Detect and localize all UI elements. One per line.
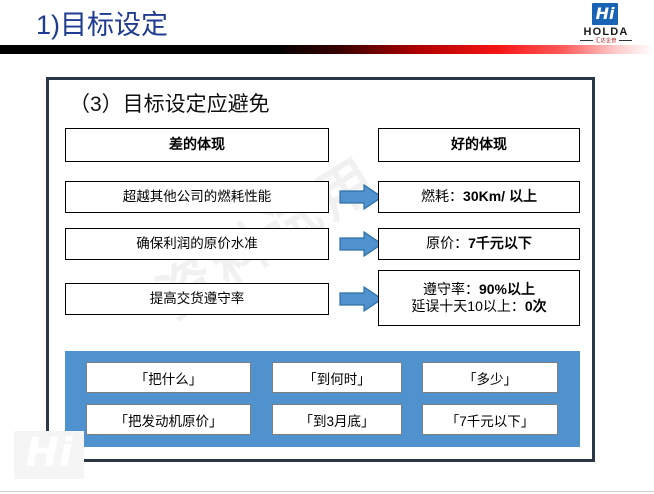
- right-arrow-icon-2: [339, 231, 383, 257]
- summary-cell-r2c2: 「到3月底」: [272, 404, 402, 435]
- right-arrow-icon-1: [339, 184, 383, 210]
- slide-header: 1)目标设定 Hi HOLDA 汇达企管: [0, 0, 654, 56]
- comparison-matrix: 差的体现 好的体现 超越其他公司的燃耗性能 燃耗：30Km/ 以上 确保利润的原…: [49, 80, 592, 459]
- good-item-2-value: 7千元以下: [468, 235, 532, 252]
- holda-logo-glyph: Hi: [595, 4, 615, 23]
- good-item-2: 原价：7千元以下: [378, 228, 580, 260]
- column-header-good: 好的体现: [378, 128, 580, 162]
- summary-cell-r1c1: 「把什么」: [86, 362, 251, 393]
- page-title: 1)目标设定: [36, 10, 169, 40]
- good-item-3-value: 90%以上: [478, 280, 536, 297]
- summary-cell-r1c3: 「多少」: [422, 362, 558, 393]
- summary-panel: 「把什么」 「到何时」 「多少」 「把发动机原价」 「到3月底」 「7千元以下」: [65, 351, 580, 447]
- brand-subtitle: 汇达企管: [570, 37, 642, 44]
- brand-logo: Hi HOLDA 汇达企管: [570, 3, 642, 45]
- good-item-3-label-2: 延误十天10以上：: [411, 298, 525, 314]
- column-header-bad: 差的体现: [65, 128, 329, 162]
- bad-item-1: 超越其他公司的燃耗性能: [65, 181, 329, 213]
- summary-cell-r2c1: 「把发动机原价」: [86, 404, 251, 435]
- summary-cell-r2c3: 「7千元以下」: [422, 404, 558, 435]
- good-item-3: 遵守率：90%以上 延误十天10以上：0次: [378, 270, 580, 326]
- bad-item-2: 确保利润的原价水准: [65, 228, 329, 260]
- good-item-3-value-2: 0次: [524, 298, 547, 314]
- bottom-divider: [0, 491, 654, 492]
- good-item-2-label: 原价：: [426, 235, 469, 252]
- good-item-1-label: 燃耗：: [421, 188, 464, 205]
- good-item-1-value: 30Km/ 以上: [463, 188, 537, 205]
- right-arrow-icon-3: [339, 286, 383, 312]
- title-divider-rule: [0, 45, 654, 54]
- content-frame: （3）目标设定应避免 差的体现 好的体现 超越其他公司的燃耗性能 燃耗：30Km…: [46, 77, 595, 462]
- good-item-1: 燃耗：30Km/ 以上: [378, 181, 580, 213]
- brand-name: HOLDA: [583, 26, 629, 38]
- summary-cell-r1c2: 「到何时」: [272, 362, 402, 393]
- bad-item-3: 提高交货遵守率: [65, 283, 329, 315]
- good-item-3-label: 遵守率：: [422, 280, 479, 297]
- holda-logo-icon: Hi: [592, 3, 618, 25]
- section-title: （3）目标设定应避免: [69, 93, 270, 116]
